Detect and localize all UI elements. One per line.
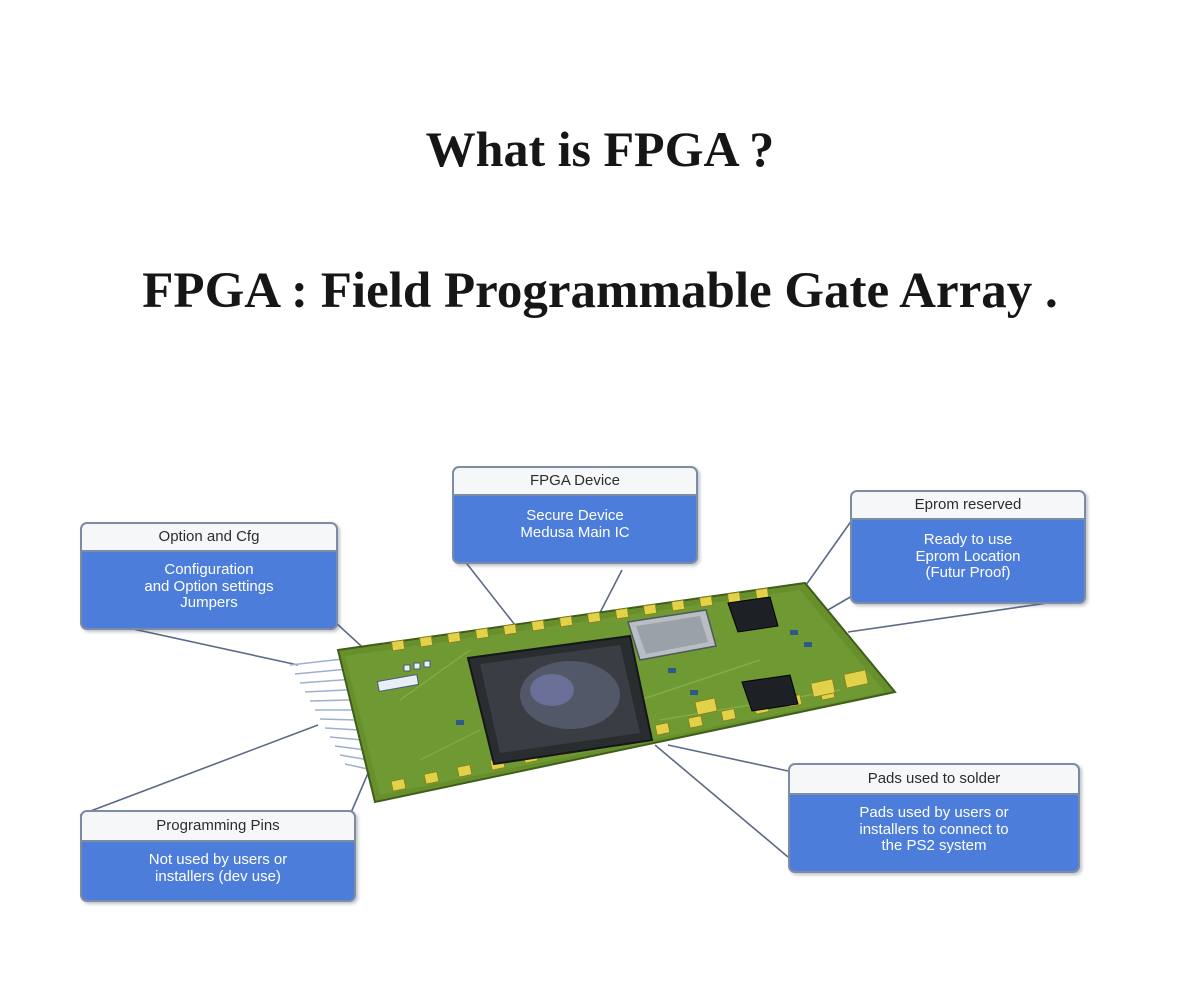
solder-pads-large bbox=[694, 669, 869, 716]
surface-parts bbox=[456, 630, 812, 725]
callout-eprom-reserved-title: Eprom reserved bbox=[852, 492, 1084, 520]
callout-programming-pins-text: Not used by users or installers (dev use… bbox=[148, 851, 288, 885]
callout-eprom-reserved-text: Ready to use Eprom Location (Futur Proof… bbox=[915, 531, 1021, 581]
page-heading: What is FPGA ? bbox=[425, 121, 775, 177]
fpga-chip bbox=[466, 634, 654, 766]
callout-option-config-text: Configuration and Option settings Jumper… bbox=[144, 561, 274, 611]
small-chips bbox=[727, 596, 799, 712]
config-jumpers bbox=[376, 660, 431, 692]
page-subheading: FPGA : Field Programmable Gate Array . bbox=[142, 263, 1058, 319]
callout-fpga-device-title: FPGA Device bbox=[454, 468, 696, 496]
callout-eprom-reserved: Eprom reserved Ready to use Eprom Locati… bbox=[850, 490, 1086, 604]
top-edge-pads bbox=[391, 587, 770, 652]
callout-pads-solder-title: Pads used to solder bbox=[790, 765, 1078, 795]
callout-pads-solder: Pads used to solder Pads used by users o… bbox=[788, 763, 1080, 873]
eprom-component bbox=[627, 609, 717, 661]
callout-programming-pins: Programming Pins Not used by users or in… bbox=[80, 810, 356, 902]
callout-option-config-title: Option and Cfg bbox=[82, 524, 336, 552]
callout-programming-pins-title: Programming Pins bbox=[82, 812, 354, 842]
callout-fpga-device: FPGA Device Secure Device Medusa Main IC bbox=[452, 466, 698, 564]
callout-option-config: Option and Cfg Configuration and Option … bbox=[80, 522, 338, 630]
callout-pads-solder-text: Pads used by users or installers to conn… bbox=[859, 804, 1009, 854]
callout-fpga-device-text: Secure Device Medusa Main IC bbox=[520, 507, 630, 541]
leader-lines bbox=[79, 519, 1083, 858]
